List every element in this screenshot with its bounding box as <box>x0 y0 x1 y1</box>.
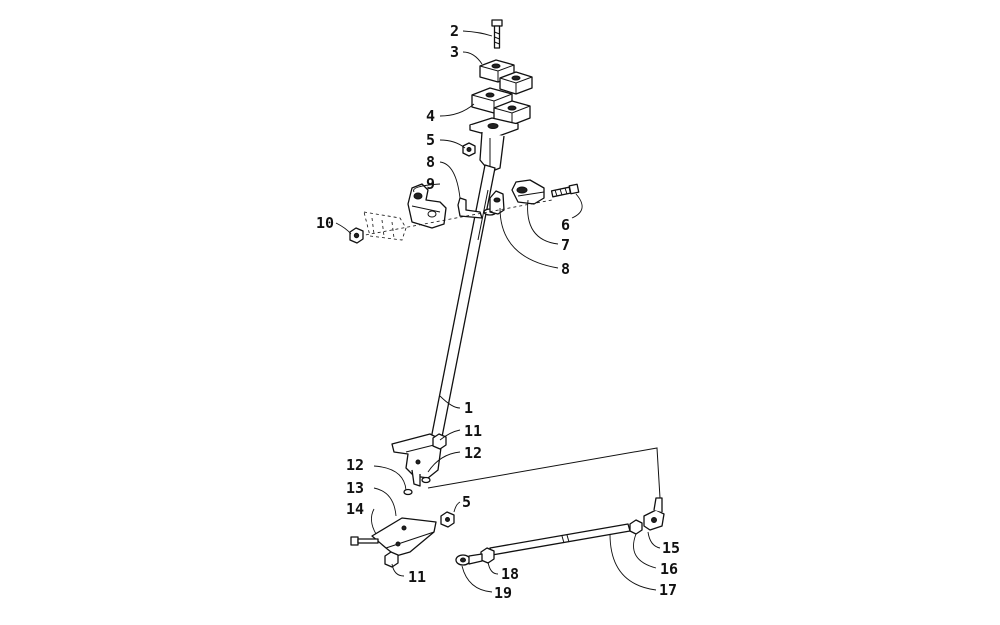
callout-13: 13 <box>346 479 364 497</box>
callout-11-upper: 11 <box>464 422 482 440</box>
part-15-ball-joint <box>643 497 665 531</box>
callout-9: 9 <box>426 175 435 193</box>
part-6-bolt <box>550 183 580 198</box>
callout-12-upper: 12 <box>464 444 482 462</box>
callout-19: 19 <box>494 584 512 602</box>
part-11-nut-lower <box>384 551 399 568</box>
callout-10: 10 <box>316 214 334 232</box>
callout-8-right: 8 <box>561 260 570 278</box>
part-13-bracket-plate <box>371 517 437 557</box>
callout-11-lower: 11 <box>408 568 426 586</box>
leader-lines <box>335 30 661 593</box>
callout-8-left: 8 <box>426 153 435 171</box>
callout-labels: 2 3 4 5 8 9 10 6 7 8 1 11 12 12 13 14 5 … <box>316 22 680 602</box>
part-5-nut-upper <box>462 142 476 157</box>
callout-2: 2 <box>450 22 459 40</box>
part-8-bushing-left <box>457 197 483 219</box>
callout-5-upper: 5 <box>426 131 435 149</box>
callout-16: 16 <box>660 560 678 578</box>
callout-18: 18 <box>501 565 519 583</box>
callout-17: 17 <box>659 581 677 599</box>
part-16-jam-nut <box>629 519 643 535</box>
callout-5-lower: 5 <box>462 493 471 511</box>
part-18-jam-nut <box>480 547 495 564</box>
part-11-nut-upper <box>432 433 447 450</box>
callout-4: 4 <box>426 107 435 125</box>
callout-3: 3 <box>450 43 459 61</box>
part-2-bolt <box>491 19 503 49</box>
part-12-washer-upper <box>421 476 431 484</box>
part-7-clamp-right <box>511 179 545 205</box>
connection-line <box>427 447 661 499</box>
part-5-nut-lower <box>440 511 455 528</box>
part-19-rod-end <box>455 553 483 566</box>
part-10-nut <box>349 227 364 244</box>
part-17-tie-rod <box>489 523 631 556</box>
part-14-bolt <box>350 536 379 546</box>
callout-7: 7 <box>561 236 570 254</box>
part-3-cap-block <box>479 59 533 95</box>
threaded-bolt-ghost <box>363 211 407 241</box>
callout-1: 1 <box>464 399 473 417</box>
callout-14: 14 <box>346 500 364 518</box>
part-9-clamp-left <box>407 183 447 229</box>
callout-15: 15 <box>662 539 680 557</box>
assembly-axis-upper <box>359 199 553 237</box>
callout-12-lower: 12 <box>346 456 364 474</box>
callout-6: 6 <box>561 216 570 234</box>
column-top-plate <box>469 117 519 173</box>
part-12-washer-lower <box>403 488 413 496</box>
